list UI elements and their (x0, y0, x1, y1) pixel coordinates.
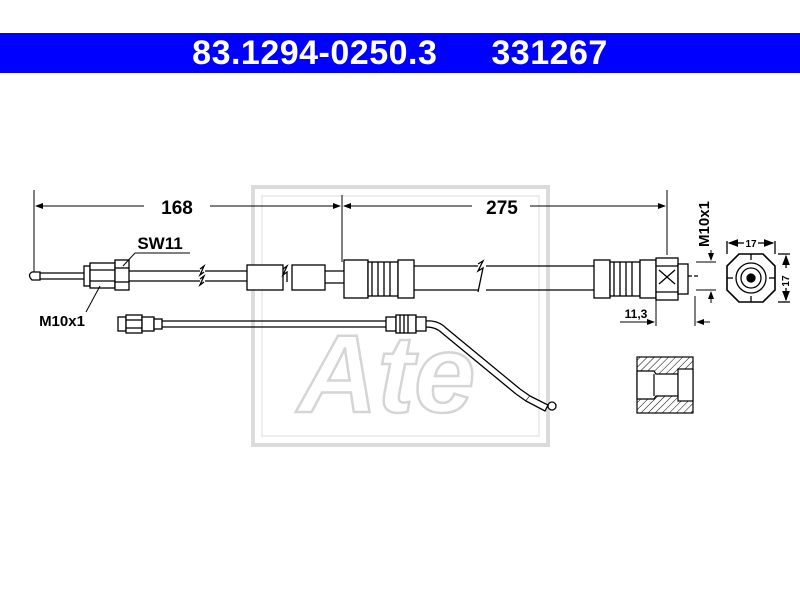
reference-number: 331267 (491, 33, 608, 72)
main-hose (28, 257, 700, 301)
end-view-height-label: 17 (781, 275, 792, 287)
dimension-lines (33, 190, 668, 272)
watermark-logo: Ate (251, 185, 550, 447)
end-view (726, 239, 790, 303)
fitting-offset-label: 11,3 (625, 307, 648, 321)
title-bar: 83.1294-0250.3 331267 (0, 33, 800, 73)
dim-left-label: 168 (161, 198, 193, 219)
left-callouts (85, 252, 190, 313)
fitting-dimensions (620, 250, 716, 326)
end-view-width-label: 17 (745, 239, 757, 250)
wrench-size-label: SW11 (137, 234, 182, 253)
section-view (636, 356, 694, 414)
bent-pipe (117, 314, 557, 412)
watermark-text: Ate (295, 313, 475, 436)
thread-left-label: M10x1 (39, 313, 85, 330)
dim-right-label: 275 (486, 198, 518, 219)
part-number: 83.1294-0250.3 (192, 33, 438, 72)
thread-right-label: M10x1 (696, 201, 713, 247)
